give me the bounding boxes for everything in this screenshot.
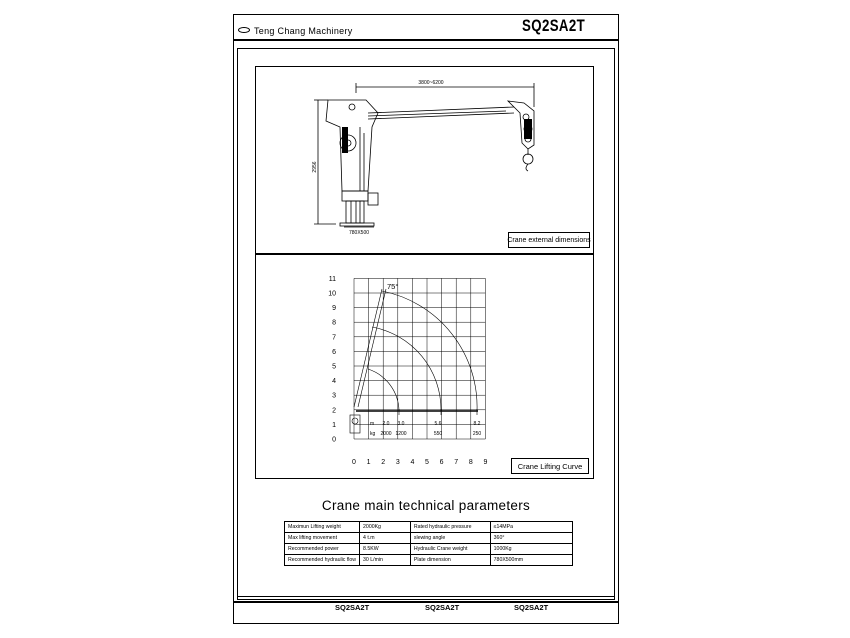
x-tick-label: 3 [396,459,400,466]
param-label: Rated hydraulic pressure [409,521,491,533]
x-tick-label: 5 [425,459,429,466]
dimension-panel: 3800~6200 2956 780X500 Crane external di… [255,66,594,254]
param-value: 360° [489,532,574,544]
y-tick-label: 10 [328,291,336,298]
lifting-curve-chart: 0 1 2 3 4 5 6 7 8 9 0 1 2 3 4 5 6 7 8 9 10 11 75° m kg 2.0 200… [328,276,487,466]
param-label: Max lifting movement [283,532,361,544]
radius-value: 5.6 [435,421,442,427]
x-tick-label: 2 [381,459,385,466]
footer-model-2: SQ2SA2T [425,603,460,612]
boom-length-label: 3800~6200 [418,80,443,86]
y-tick-label: 9 [332,305,336,312]
load-value: 550 [434,431,443,437]
company-logo [238,27,250,33]
curve-caption: Crane Lifting Curve [511,458,589,474]
param-value: 4 t.m [359,532,411,544]
x-tick-label: 0 [352,459,356,466]
param-label: Recommended power [283,543,361,555]
param-value: 780X500mm [489,554,574,566]
footer-model-3: SQ2SA2T [514,603,549,612]
y-tick-label: 6 [332,349,336,356]
y-tick-label: 5 [332,364,336,371]
load-value: 250 [473,431,482,437]
y-tick-label: 3 [332,393,336,400]
x-tick-label: 9 [483,459,487,466]
param-value: 8.5KW [359,543,411,555]
y-tick-label: 4 [332,378,336,385]
param-label: Hydraulic Crane weight [409,543,491,555]
brand-name: Teng Chang Machinery [254,26,353,36]
header-rule [234,39,618,41]
x-tick-label: 6 [440,459,444,466]
sheet-border [233,14,619,624]
y-tick-label: 2 [332,407,336,414]
x-tick-label: 8 [469,459,473,466]
y-tick-label: 0 [332,437,336,444]
y-tick-label: 11 [329,276,336,283]
crane-drawing: 3800~6200 2956 780X500 [312,80,535,236]
y-tick-label: 8 [332,320,336,327]
param-label: slewing angle [409,532,491,544]
dimension-caption: Crane external dimensions [507,232,591,248]
model-number: SQ2SA2T [522,16,586,35]
load-value: 2000 [380,431,391,437]
radius-value: 2.0 [383,421,390,427]
param-label: Maximun Lifting weight [283,521,361,533]
load-unit-label: kg [370,431,376,437]
radius-value: 8.2 [474,421,481,427]
x-tick-label: 7 [454,459,458,466]
footer-model-1: SQ2SA2T [335,603,370,612]
y-tick-label: 1 [332,422,336,429]
param-value: 1000Kg [489,543,574,555]
params-title: Crane main technical parameters [321,498,531,513]
x-tick-label: 1 [367,459,371,466]
footer-rule [237,596,615,597]
param-value: ≤14MPa [489,521,574,533]
inner-border [237,48,615,600]
param-label: Plate dimension [409,554,491,566]
height-label: 2956 [312,161,318,172]
param-value: 30 L/min [359,554,411,566]
lifting-curve-panel: 0 1 2 3 4 5 6 7 8 9 0 1 2 3 4 5 6 7 8 9 10 11 75° m kg 2.0 200… [255,254,594,479]
footer-rule-bottom [234,601,618,603]
radius-value: 3.0 [398,421,405,427]
param-label: Recommended hydraulic flow [283,554,361,566]
y-tick-label: 7 [332,334,336,341]
load-value: 1200 [395,431,406,437]
base-size-label: 780X500 [349,230,369,236]
param-value: 2000Kg [359,521,411,533]
radius-unit-label: m [370,421,374,427]
boom-angle-label: 75° [387,282,398,291]
x-tick-label: 4 [410,459,414,466]
